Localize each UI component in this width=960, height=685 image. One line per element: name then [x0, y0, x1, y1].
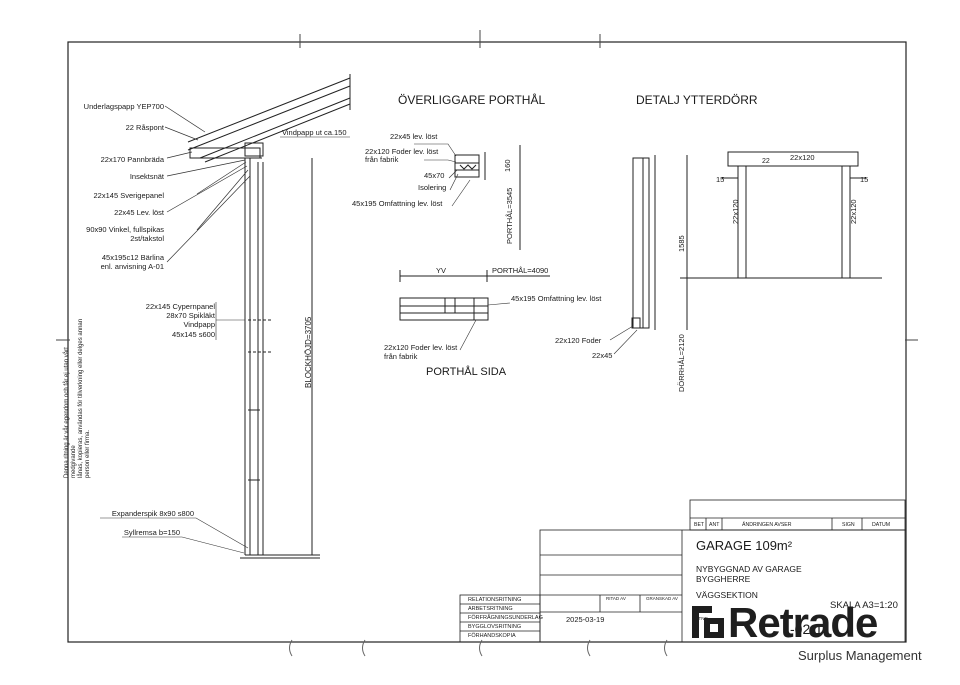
overliggare-labels: 22x45 lev. löst 22x120 Foder lev. löst f…: [352, 132, 446, 208]
overliggare-label: 22x45 lev. löst: [390, 132, 438, 141]
rev-col: BET: [694, 522, 705, 528]
checklist: RELATIONSRITNING ARBETSRITNING FÖRFRÅGNI…: [468, 597, 543, 639]
legal-line: Denna ritning är vår egendom och får ej …: [64, 347, 77, 478]
tb-title: GARAGE 109m²: [696, 538, 793, 553]
door-dim-15a: 15: [716, 175, 724, 184]
rev-col: SIGN: [842, 522, 855, 528]
roof-label-group: Underlagspapp YEP700 22 Råspont 22x170 P…: [84, 102, 165, 271]
door-1585: 1585: [677, 235, 686, 252]
roof-label: enl. anvisning A-01: [101, 262, 164, 271]
door-dim-22: 22: [762, 158, 770, 165]
rev-col: ANT: [709, 522, 720, 528]
checklist-item: RELATIONSRITNING: [468, 597, 521, 603]
tb-sheet: -02-1: [790, 621, 823, 637]
legal-line: person eller firma.: [85, 429, 91, 478]
copyright-note: Denna ritning är vår egendom och får ej …: [64, 318, 92, 478]
checklist-item: BYGGLOVSRITNING: [468, 624, 521, 630]
base-label: Syllremsa b=150: [124, 528, 180, 537]
ytterdorr-section: [631, 155, 688, 330]
porthal-sida-label: 22x120 Foder lev. löst: [384, 343, 458, 352]
ytterdorr-elevation: [680, 151, 882, 279]
legal-line: lånas, kopieras, användas för tillverkni…: [78, 318, 84, 478]
door-left-dim: 22x120: [731, 199, 740, 224]
overliggare-label: 45x195 Omfattning lev. löst: [352, 199, 443, 208]
overliggare-label: från fabrik: [365, 155, 399, 164]
roof-leaders: [164, 105, 251, 263]
roof-label: 90x90 Vinkel, fullspikas: [86, 225, 164, 234]
roof-label: 22x170 Pannbräda: [101, 155, 165, 164]
overliggare-label: Isolering: [418, 183, 446, 192]
overliggare-label: 22x120 Foder lev. löst: [365, 147, 439, 156]
dorrhal-dimension: DÖRRHÅL=2120: [677, 334, 686, 392]
wall-section: [240, 158, 320, 559]
wall-label: 22x145 Cypernpanel: [146, 302, 216, 311]
base-label: Expanderspik 8x90 s800: [112, 509, 194, 518]
door-leaders: [609, 325, 638, 355]
base-label-group: Expanderspik 8x90 s800 Syllremsa b=150: [112, 509, 194, 537]
frame-ticks: [56, 30, 918, 341]
tb-line1: NYBYGGNAD AV GARAGE: [696, 564, 802, 574]
title-block-lines: [459, 499, 906, 643]
door-22x45: 22x45: [592, 351, 612, 360]
roof-section: [187, 74, 351, 163]
checklist-item: ARBETSRITNING: [468, 606, 513, 612]
door-right-dim: 22x120: [849, 199, 858, 224]
brand-name: Retrade: [728, 599, 878, 646]
tb-ritad: RITAD AV: [606, 596, 626, 601]
roof-label: 22x145 Sverigepanel: [94, 191, 165, 200]
tb-grans: GRANSKAD AV: [646, 596, 678, 601]
dim-160: 160: [503, 159, 512, 172]
rev-col: ÄNDRINGEN AVSER: [742, 521, 792, 528]
overliggare-leaders: [414, 143, 471, 207]
door-top-dim: 22x120: [790, 153, 815, 162]
roof-label: 2st/takstol: [130, 234, 164, 243]
porthal-sida-detail: [399, 270, 550, 321]
porthal-sida-leaders: [459, 302, 511, 351]
vindpapp-label: Vindpapp ut ca.150: [282, 128, 347, 137]
overliggare-title: ÖVERLIGGARE PORTHÅL: [398, 92, 545, 107]
overliggare-detail: [454, 145, 521, 250]
wall-label-group: 22x145 Cypernpanel 28x70 Spikläkt Vindpa…: [146, 302, 216, 339]
tb-line3: VÄGGSEKTION: [696, 590, 758, 600]
checklist-item: FÖRFRÅGNINGSUNDERLAG: [468, 614, 543, 621]
yv-label: YV: [436, 266, 446, 275]
wall-label: Vindpapp: [183, 320, 215, 329]
tb-scale: SKALA A3=1:20: [830, 600, 898, 611]
checklist-item: FÖRHANDSKOPIA: [468, 632, 516, 639]
door-dim-15b: 15: [860, 175, 868, 184]
roof-label: Insektsnät: [130, 172, 165, 181]
brand-subtitle: Surplus Management: [798, 648, 922, 663]
registration-marks: [289, 639, 668, 657]
retrade-logo-icon: [692, 606, 724, 638]
porthal-sida-label: 45x195 Omfattning lev. löst: [511, 294, 602, 303]
roof-label: 22 Råspont: [126, 123, 165, 132]
porthal-sida-title: PORTHÅL SIDA: [426, 365, 507, 378]
porthal-sida-label: från fabrik: [384, 352, 418, 361]
roof-label: 22x45 Lev. löst: [114, 208, 165, 217]
revision-header: BET ANT ÄNDRINGEN AVSER SIGN DATUM: [694, 521, 890, 528]
retrade-watermark: Retrade Surplus Management: [690, 598, 940, 670]
tb-ritnr: RITNR: [694, 616, 708, 621]
wall-label: 45x145 s600: [172, 330, 215, 339]
door-foder: 22x120 Foder: [555, 336, 602, 345]
porthal-height: PORTHÅL=3545: [505, 188, 514, 244]
ytterdorr-title: DETALJ YTTERDÖRR: [636, 93, 758, 107]
rev-col: DATUM: [872, 522, 890, 528]
overliggare-label: 45x70: [424, 171, 444, 180]
blockhojd-dimension: BLOCKHÖJD=3705: [304, 316, 313, 388]
roof-label: 45x195c12 Bärlina: [102, 253, 165, 262]
porthal-width: PORTHÅL=4090: [492, 266, 548, 275]
base-leader: [122, 536, 245, 554]
roof-label: Underlagspapp YEP700: [84, 102, 164, 111]
base-leader: [100, 517, 249, 549]
tb-date: 2025-03-19: [566, 615, 604, 624]
wall-label: 28x70 Spikläkt: [166, 311, 216, 320]
tb-line2: BYGGHERRE: [696, 574, 751, 584]
